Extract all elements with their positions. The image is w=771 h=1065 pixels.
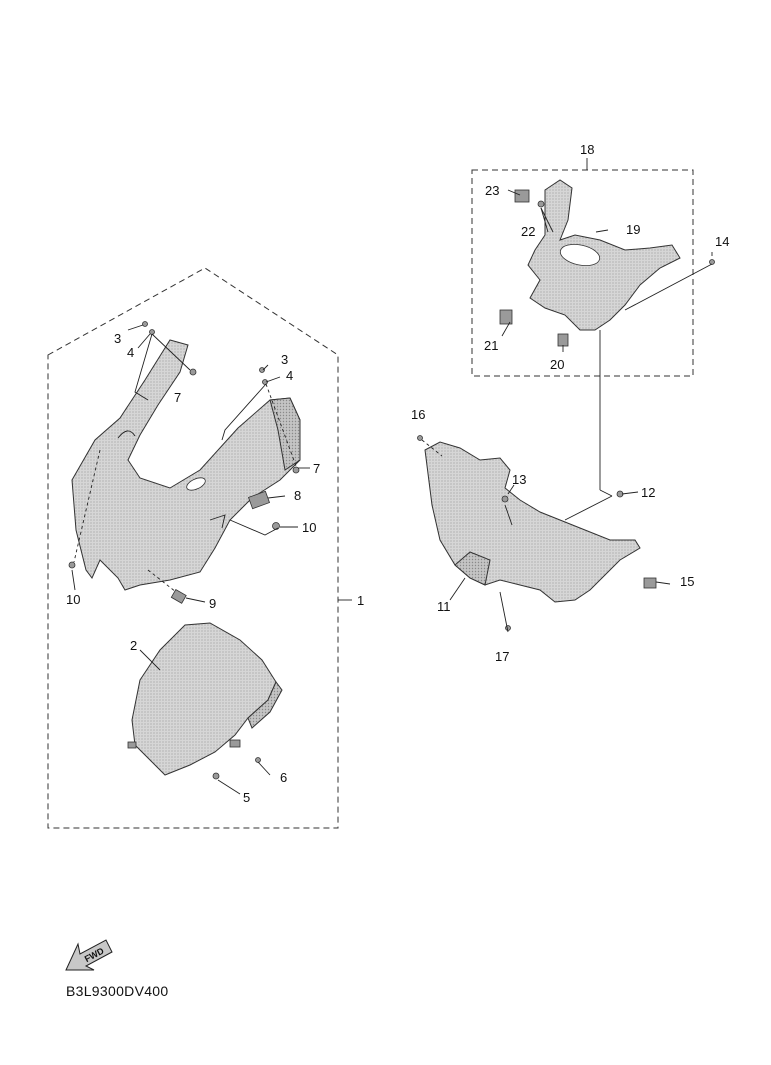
callout-4a: 4 (127, 345, 134, 360)
callout-15: 15 (680, 574, 694, 589)
callout-18: 18 (580, 142, 594, 157)
upper-cowling (71, 339, 301, 591)
bracket-11 (417, 259, 715, 631)
callout-5: 5 (243, 790, 250, 805)
callout-3a: 3 (114, 331, 121, 346)
callout-12: 12 (641, 485, 655, 500)
callout-10b: 10 (66, 592, 80, 607)
callout-13: 13 (512, 472, 526, 487)
leader-lines (71, 158, 713, 795)
callout-23: 23 (485, 183, 499, 198)
callout-1: 1 (357, 593, 364, 608)
callout-11: 11 (437, 599, 451, 614)
callout-7a: 7 (174, 390, 181, 405)
callout-19: 19 (626, 222, 640, 237)
callout-3b: 3 (281, 352, 288, 367)
fwd-arrow-icon: FWD (65, 939, 113, 971)
callout-6: 6 (280, 770, 287, 785)
callout-14: 14 (715, 234, 729, 249)
windshield (127, 622, 283, 776)
callout-9: 9 (209, 596, 216, 611)
callout-4b: 4 (286, 368, 293, 383)
callout-8: 8 (294, 488, 301, 503)
callout-20: 20 (550, 357, 564, 372)
assembly-1-boundary (47, 267, 339, 829)
callout-10a: 10 (302, 520, 316, 535)
stay-19 (499, 179, 681, 347)
diagram-code: B3L9300DV400 (66, 983, 168, 999)
callout-2: 2 (130, 638, 137, 653)
callout-21: 21 (484, 338, 498, 353)
callout-labels: 1 2 3 3 4 4 5 6 7 7 8 9 10 10 11 12 13 1… (66, 142, 729, 805)
callout-17: 17 (495, 649, 509, 664)
callout-16: 16 (411, 407, 425, 422)
callout-7b: 7 (313, 461, 320, 476)
callout-22: 22 (521, 224, 535, 239)
assembly-18-boundary (471, 169, 694, 377)
